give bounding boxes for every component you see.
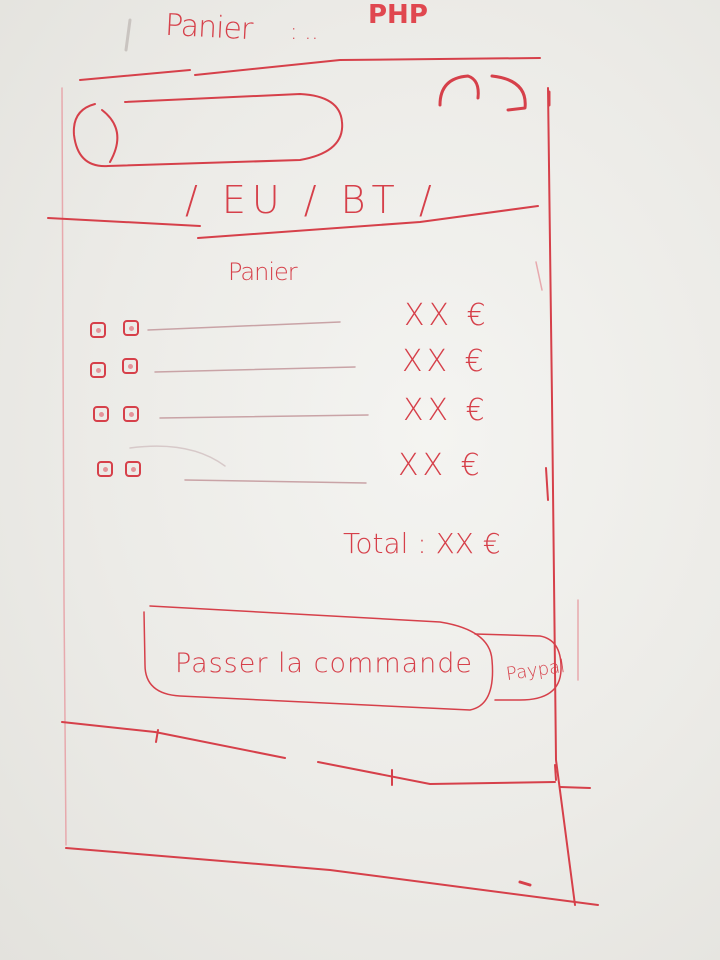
increase-quantity-button[interactable]	[123, 406, 139, 422]
page-title: Panier	[228, 258, 298, 286]
checkout-button-label: Passer la commande	[175, 648, 474, 679]
menu-icon[interactable]	[438, 74, 530, 114]
breadcrumb[interactable]: / EU / BT /	[185, 178, 438, 222]
decrease-quantity-button[interactable]	[97, 461, 113, 477]
cart-total: Total : XX €	[343, 527, 501, 560]
decrease-quantity-button[interactable]	[93, 406, 109, 422]
increase-quantity-button[interactable]	[123, 320, 139, 336]
increase-quantity-button[interactable]	[122, 358, 138, 374]
tech-label: PHP	[368, 0, 428, 30]
sketch-title: Panier	[164, 7, 254, 48]
item-price: XX €	[398, 448, 484, 483]
item-price: XX €	[403, 393, 489, 428]
item-price: XX €	[402, 344, 488, 379]
title-separator: : ..	[290, 20, 319, 45]
search-bar[interactable]	[74, 94, 344, 168]
increase-quantity-button[interactable]	[125, 461, 141, 477]
decrease-quantity-button[interactable]	[90, 362, 106, 378]
decrease-quantity-button[interactable]	[90, 322, 106, 338]
footer	[62, 720, 592, 790]
item-price: XX €	[404, 298, 490, 333]
